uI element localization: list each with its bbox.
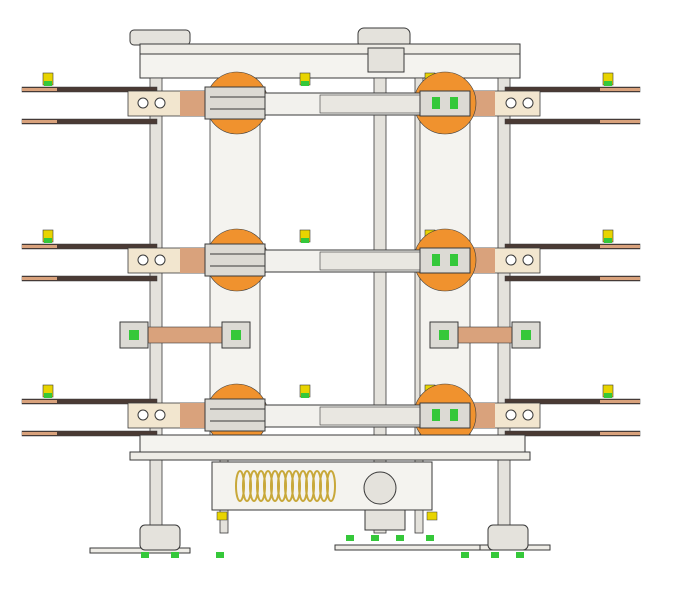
copper-tip-left <box>22 245 57 248</box>
phase-row <box>21 228 641 292</box>
nut-icon <box>44 393 52 398</box>
yellow-nut-icon <box>216 511 228 521</box>
green-bolt-icon <box>231 330 241 340</box>
green-bolt-icon <box>450 254 458 266</box>
yellow-nut-icon <box>426 511 438 521</box>
hole <box>137 409 149 421</box>
green-nut-icon <box>516 552 524 558</box>
hole <box>137 254 149 266</box>
foot-mount-right <box>487 524 529 551</box>
contact-housing-left <box>204 243 266 277</box>
green-nut-icon <box>461 552 469 558</box>
hole <box>505 254 517 266</box>
contact-housing-right <box>419 402 471 429</box>
hole <box>522 97 534 109</box>
green-nut-icon <box>426 535 434 541</box>
nut-icon <box>604 81 612 86</box>
nut-icon <box>301 393 309 398</box>
hole <box>154 409 166 421</box>
green-bolt-icon <box>450 97 458 109</box>
hole <box>154 254 166 266</box>
interrupter-chamber <box>319 251 421 271</box>
vertical-rod <box>149 77 163 534</box>
nut-icon <box>301 81 309 86</box>
bottom-beam <box>129 451 531 461</box>
green-nut-icon <box>396 535 404 541</box>
top-pulley-left <box>129 29 191 46</box>
green-nut-icon <box>171 552 179 558</box>
hole <box>137 97 149 109</box>
green-nut-icon <box>141 552 149 558</box>
top-hub <box>367 47 405 73</box>
middle-connectors <box>119 321 541 349</box>
contact-housing-left <box>204 398 266 432</box>
hole <box>505 97 517 109</box>
green-nut-icon <box>491 552 499 558</box>
phase-row <box>21 383 641 447</box>
copper-tip-right <box>600 88 640 91</box>
green-nut-icon <box>346 535 354 541</box>
interrupter-chamber <box>319 406 421 426</box>
green-nut-icon <box>216 552 224 558</box>
top-bracket <box>139 53 521 79</box>
copper-tip-right <box>600 432 640 435</box>
foot-mount-left <box>139 524 181 551</box>
copper-link <box>454 326 516 344</box>
nut-icon <box>44 238 52 243</box>
drive-wheel <box>363 471 397 505</box>
copper-tip-right <box>600 277 640 280</box>
copper-tip-left <box>22 277 57 280</box>
contact-housing-left <box>204 86 266 120</box>
nut-icon <box>604 393 612 398</box>
nut-icon <box>44 81 52 86</box>
green-nut-icon <box>371 535 379 541</box>
phase-row <box>21 71 641 135</box>
hole <box>522 409 534 421</box>
green-bolt-icon <box>432 409 440 421</box>
green-bolt-icon <box>129 330 139 340</box>
top-beam <box>139 43 521 55</box>
phase-rows <box>21 71 641 447</box>
copper-tip-left <box>22 120 57 123</box>
hole <box>154 97 166 109</box>
copper-link <box>144 326 226 344</box>
green-bolt-icon <box>432 97 440 109</box>
base-foot <box>89 547 191 554</box>
interrupter-chamber <box>319 94 421 114</box>
vertical-rod <box>497 77 511 534</box>
green-bolt-icon <box>432 254 440 266</box>
copper-tip-left <box>22 432 57 435</box>
hole <box>505 409 517 421</box>
copper-tip-right <box>600 120 640 123</box>
green-bolt-icon <box>450 409 458 421</box>
nut-icon <box>604 238 612 243</box>
copper-tip-right <box>600 245 640 248</box>
green-bolt-icon <box>521 330 531 340</box>
bottom-mechanism <box>89 434 551 558</box>
nut-icon <box>301 238 309 243</box>
green-bolt-icon <box>439 330 449 340</box>
hole <box>522 254 534 266</box>
copper-tip-left <box>22 400 57 403</box>
contact-housing-right <box>419 247 471 274</box>
copper-tip-right <box>600 400 640 403</box>
spring-coil <box>326 470 336 502</box>
copper-tip-left <box>22 88 57 91</box>
contact-housing-right <box>419 90 471 117</box>
drive-hub <box>364 509 406 531</box>
